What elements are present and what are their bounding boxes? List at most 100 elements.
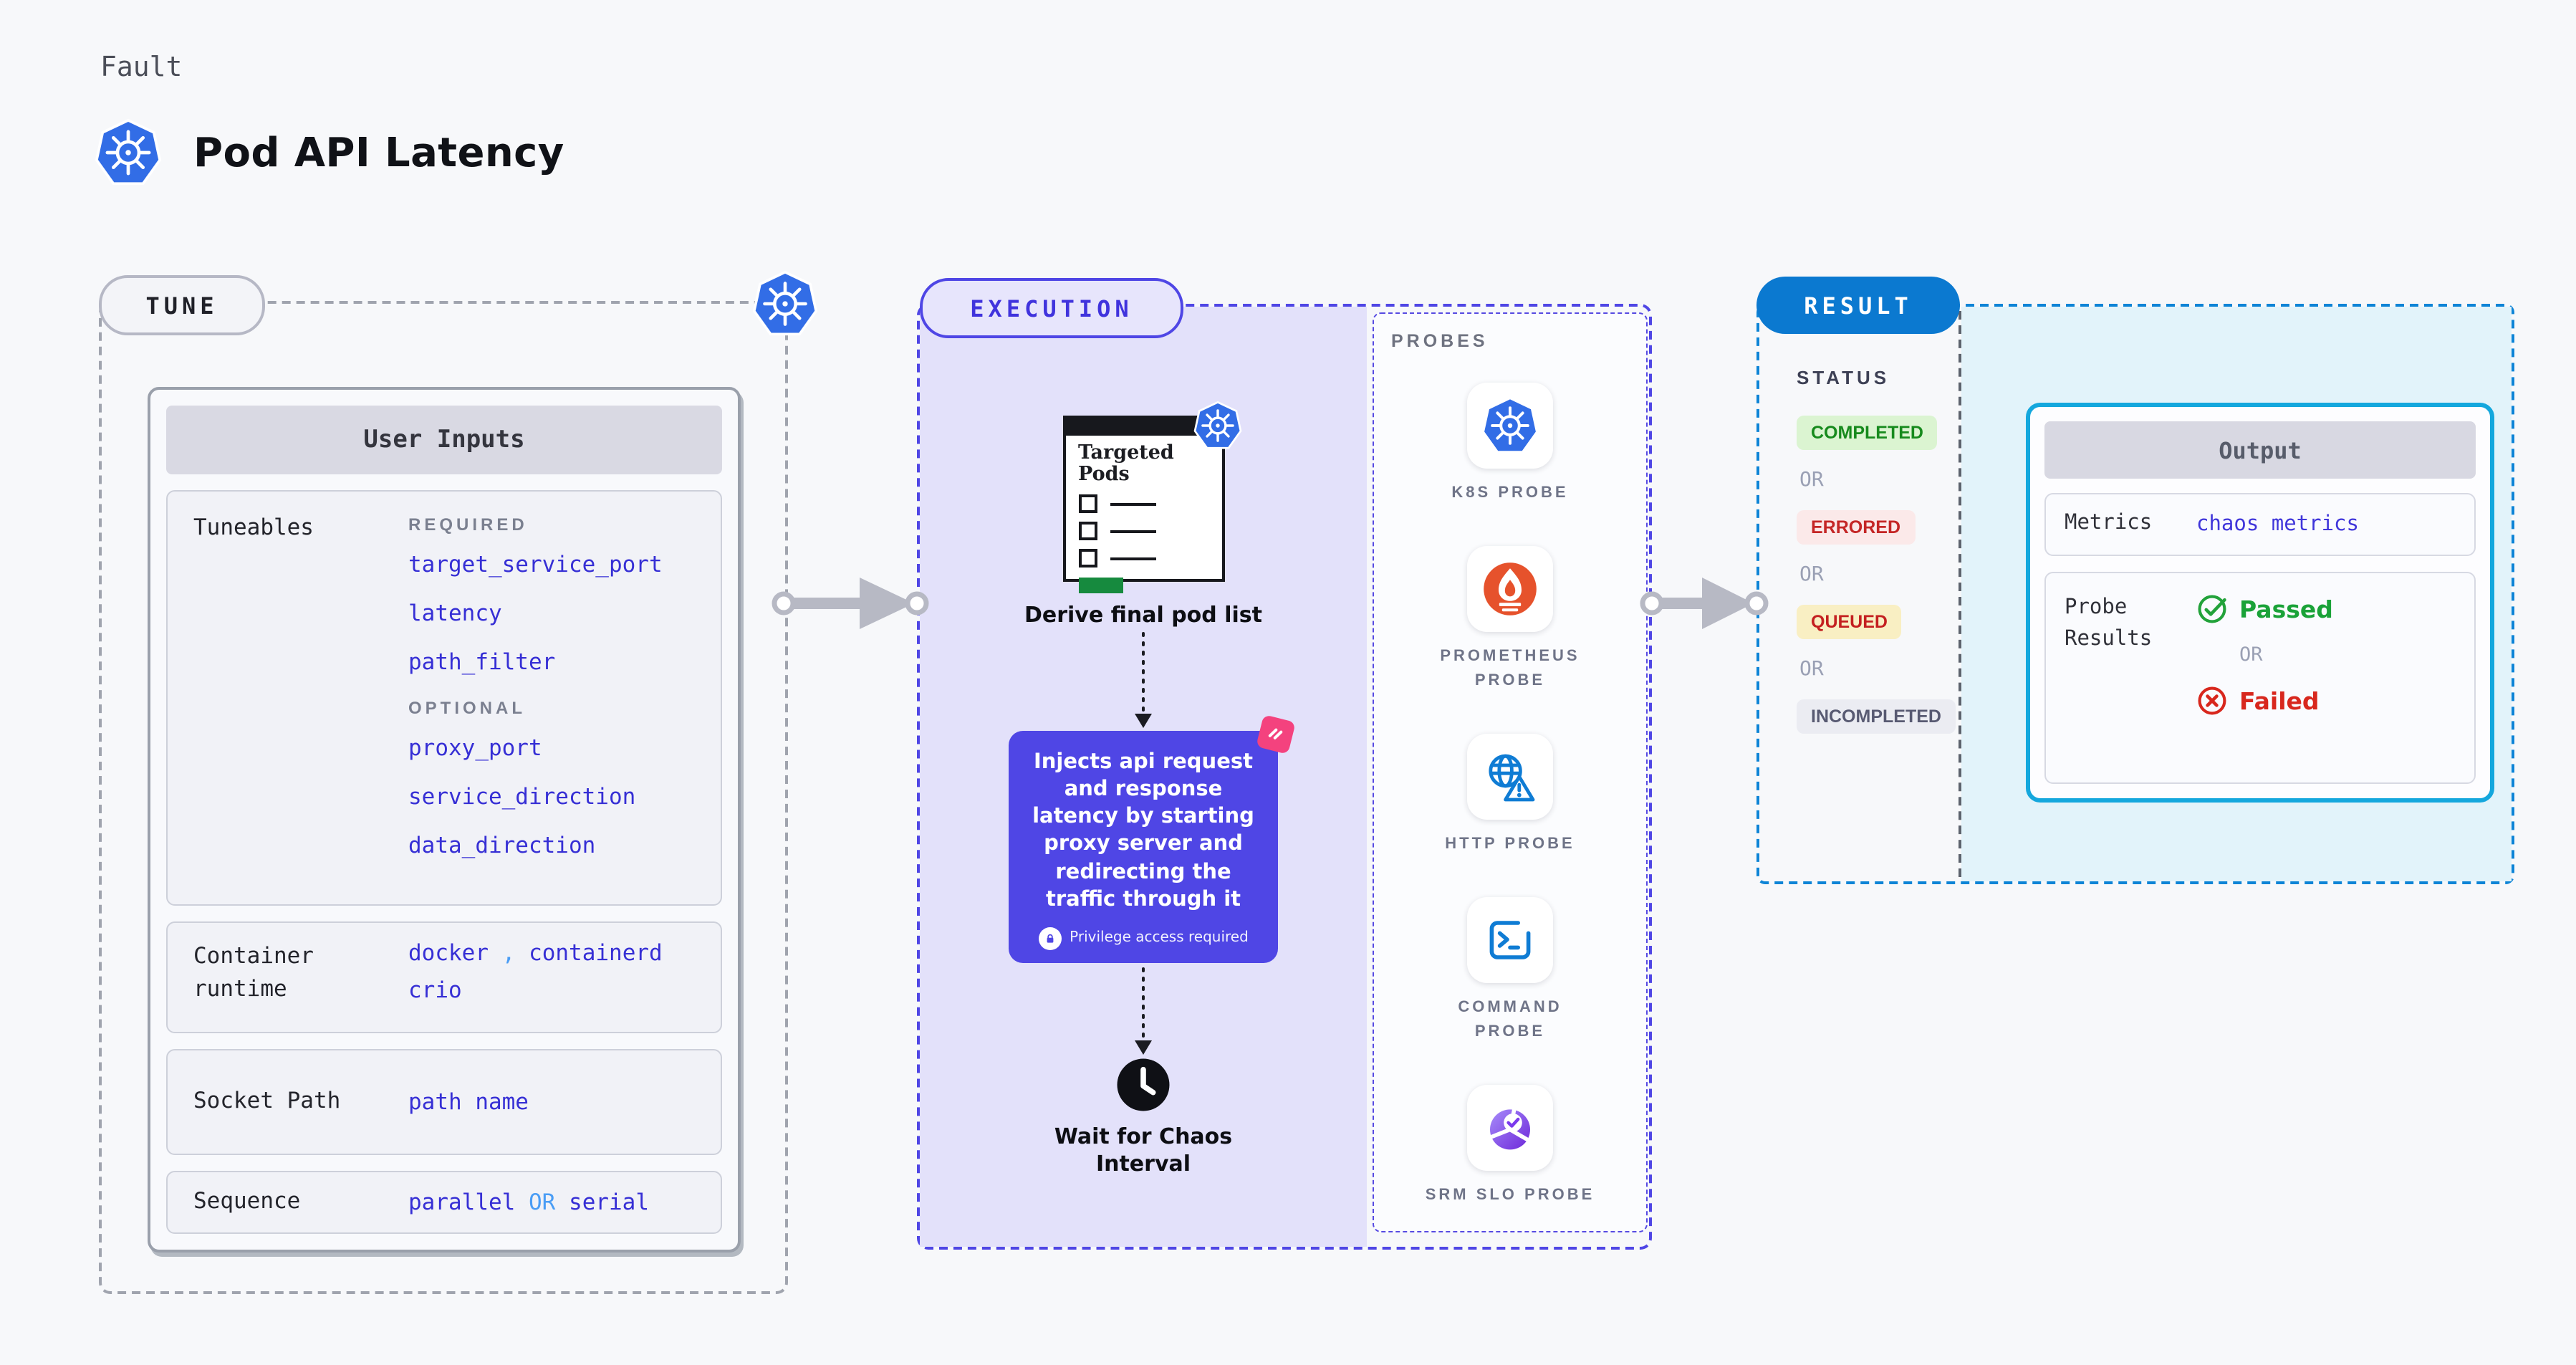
clock-icon <box>1117 1058 1170 1111</box>
status-badge-completed: COMPLETED <box>1797 416 1938 450</box>
runtime-containerd: containerd <box>529 940 663 966</box>
probe-item-prometheus: PROMETHEUS PROBE <box>1421 546 1599 694</box>
sequence-label: Sequence <box>193 1188 301 1215</box>
or-label: OR <box>1799 469 1824 492</box>
or-label: OR <box>1799 563 1824 586</box>
status-badge-errored: ERRORED <box>1797 510 1916 545</box>
status-badge-queued: QUEUED <box>1797 605 1902 639</box>
tuneables-section: Tuneables REQUIRED target_service_port l… <box>166 490 722 906</box>
kubernetes-icon <box>95 118 162 188</box>
fault-kicker: Fault <box>100 52 183 83</box>
chaos-icon <box>1256 714 1296 755</box>
metrics-row: Metrics chaos metrics <box>2044 493 2476 556</box>
socket-path-value: path name <box>408 1089 529 1115</box>
passed-row: Passed <box>2196 593 2333 625</box>
checkbox-icon <box>1078 549 1097 568</box>
container-runtime-values: docker , containerd crio <box>408 940 663 1015</box>
check-circle-icon <box>2198 595 2226 623</box>
status-label: STATUS <box>1797 367 1890 388</box>
arrow-right-icon <box>1640 578 1769 629</box>
targeted-pods-card: Targeted Pods <box>1062 401 1241 594</box>
status-badge-incompleted: INCOMPLETED <box>1797 699 1956 734</box>
sequence-parallel: parallel <box>408 1189 516 1215</box>
page-header: Pod API Latency <box>95 118 564 188</box>
user-inputs-header: User Inputs <box>166 406 722 474</box>
tuneables-params: REQUIRED target_service_port latency pat… <box>408 512 695 887</box>
probe-item-srm-slo: SRM SLO PROBE <box>1421 1085 1599 1209</box>
tune-label: TUNE <box>99 275 265 335</box>
derive-pod-list-label: Derive final pod list <box>1024 602 1262 628</box>
result-label: RESULT <box>1756 277 1960 334</box>
probe-item-command: COMMAND PROBE <box>1421 897 1599 1045</box>
probe-results-label: Probe Results <box>2065 596 2153 651</box>
runtime-separator: , <box>501 940 516 966</box>
privilege-note-row: Privilege access required <box>1023 926 1264 950</box>
probe-results-row: Probe Results Passed OR <box>2044 572 2476 784</box>
output-card: Output Metrics chaos metrics Probe Resul… <box>2026 403 2494 803</box>
or-label: OR <box>1799 658 1824 681</box>
sequence-section: Sequence parallel OR serial <box>166 1171 722 1234</box>
tune-section: TUNE User Inputs Tuneables REQUIRED targ… <box>99 301 788 1294</box>
metrics-label: Metrics <box>2065 512 2153 535</box>
probe-item-k8s: K8S PROBE <box>1421 383 1599 506</box>
arrow-right-icon <box>772 578 929 629</box>
sequence-or: OR <box>529 1189 556 1215</box>
execution-flow: Targeted Pods Derive final pod list Inje… <box>920 307 1367 1247</box>
kubernetes-icon <box>752 269 818 338</box>
status-column: STATUS COMPLETED OR ERRORED OR QUEUED OR… <box>1759 307 1959 881</box>
probe-item-http: HTTP PROBE <box>1421 734 1599 857</box>
execution-label: EXECUTION <box>920 278 1183 338</box>
param-data-direction: data_direction <box>408 833 596 858</box>
wait-chaos-interval-label: Wait for Chaos Interval <box>1054 1123 1233 1177</box>
user-inputs-card: User Inputs Tuneables REQUIRED target_se… <box>148 387 741 1253</box>
pod-list-item <box>1078 494 1208 514</box>
param-latency: latency <box>408 600 502 626</box>
kubernetes-icon <box>1193 401 1241 449</box>
probes-label: PROBES <box>1391 331 1489 351</box>
terminal-icon <box>1489 921 1531 960</box>
probe-name: PROMETHEUS PROBE <box>1440 648 1580 690</box>
donut-check-icon <box>1489 1108 1530 1150</box>
probe-name: COMMAND PROBE <box>1458 999 1562 1041</box>
prometheus-icon <box>1484 562 1537 616</box>
output-header: Output <box>2044 421 2476 479</box>
passed-label: Passed <box>2239 595 2333 623</box>
probe-name: SRM SLO PROBE <box>1425 1187 1595 1204</box>
container-runtime-label: Container runtime <box>193 943 314 1002</box>
param-proxy-port: proxy_port <box>408 735 542 761</box>
probe-name: HTTP PROBE <box>1445 835 1575 853</box>
sequence-value: parallel OR serial <box>408 1189 649 1215</box>
param-path-filter: path_filter <box>408 649 556 675</box>
lock-icon <box>1038 926 1062 950</box>
pod-list-item <box>1078 522 1208 541</box>
probe-name: K8S PROBE <box>1451 484 1569 502</box>
inject-description: Injects api request and response latency… <box>1032 751 1254 911</box>
optional-group-label: OPTIONAL <box>408 698 526 718</box>
metrics-value: chaos metrics <box>2196 513 2359 536</box>
socket-path-section: Socket Path path name <box>166 1049 722 1155</box>
x-circle-icon <box>2198 686 2226 715</box>
failed-label: Failed <box>2239 687 2320 714</box>
tuneables-label: Tuneables <box>193 514 314 540</box>
dotted-arrow-down-icon <box>1135 632 1152 728</box>
execution-section: EXECUTION Targeted Pods Derive final pod… <box>917 278 1652 1250</box>
runtime-docker: docker <box>408 940 489 966</box>
globe-warning-icon <box>1489 755 1535 802</box>
probes-panel: PROBES K8S PROBE <box>1373 312 1648 1232</box>
required-group-label: REQUIRED <box>408 514 528 535</box>
inject-description-card: Injects api request and response latency… <box>1009 714 1296 963</box>
kubernetes-icon <box>1481 397 1539 454</box>
param-service-direction: service_direction <box>408 784 636 810</box>
or-label: OR <box>2239 643 2263 666</box>
sequence-serial: serial <box>569 1189 650 1215</box>
targeted-pods-title: Targeted Pods <box>1078 441 1174 487</box>
pod-list-item <box>1078 549 1208 568</box>
result-divider <box>1959 311 1961 877</box>
param-target-service-port: target_service_port <box>408 552 663 578</box>
checkbox-icon <box>1078 494 1097 514</box>
socket-path-label: Socket Path <box>193 1088 341 1114</box>
page-title: Pod API Latency <box>193 129 564 176</box>
dotted-arrow-down-icon <box>1135 967 1152 1055</box>
